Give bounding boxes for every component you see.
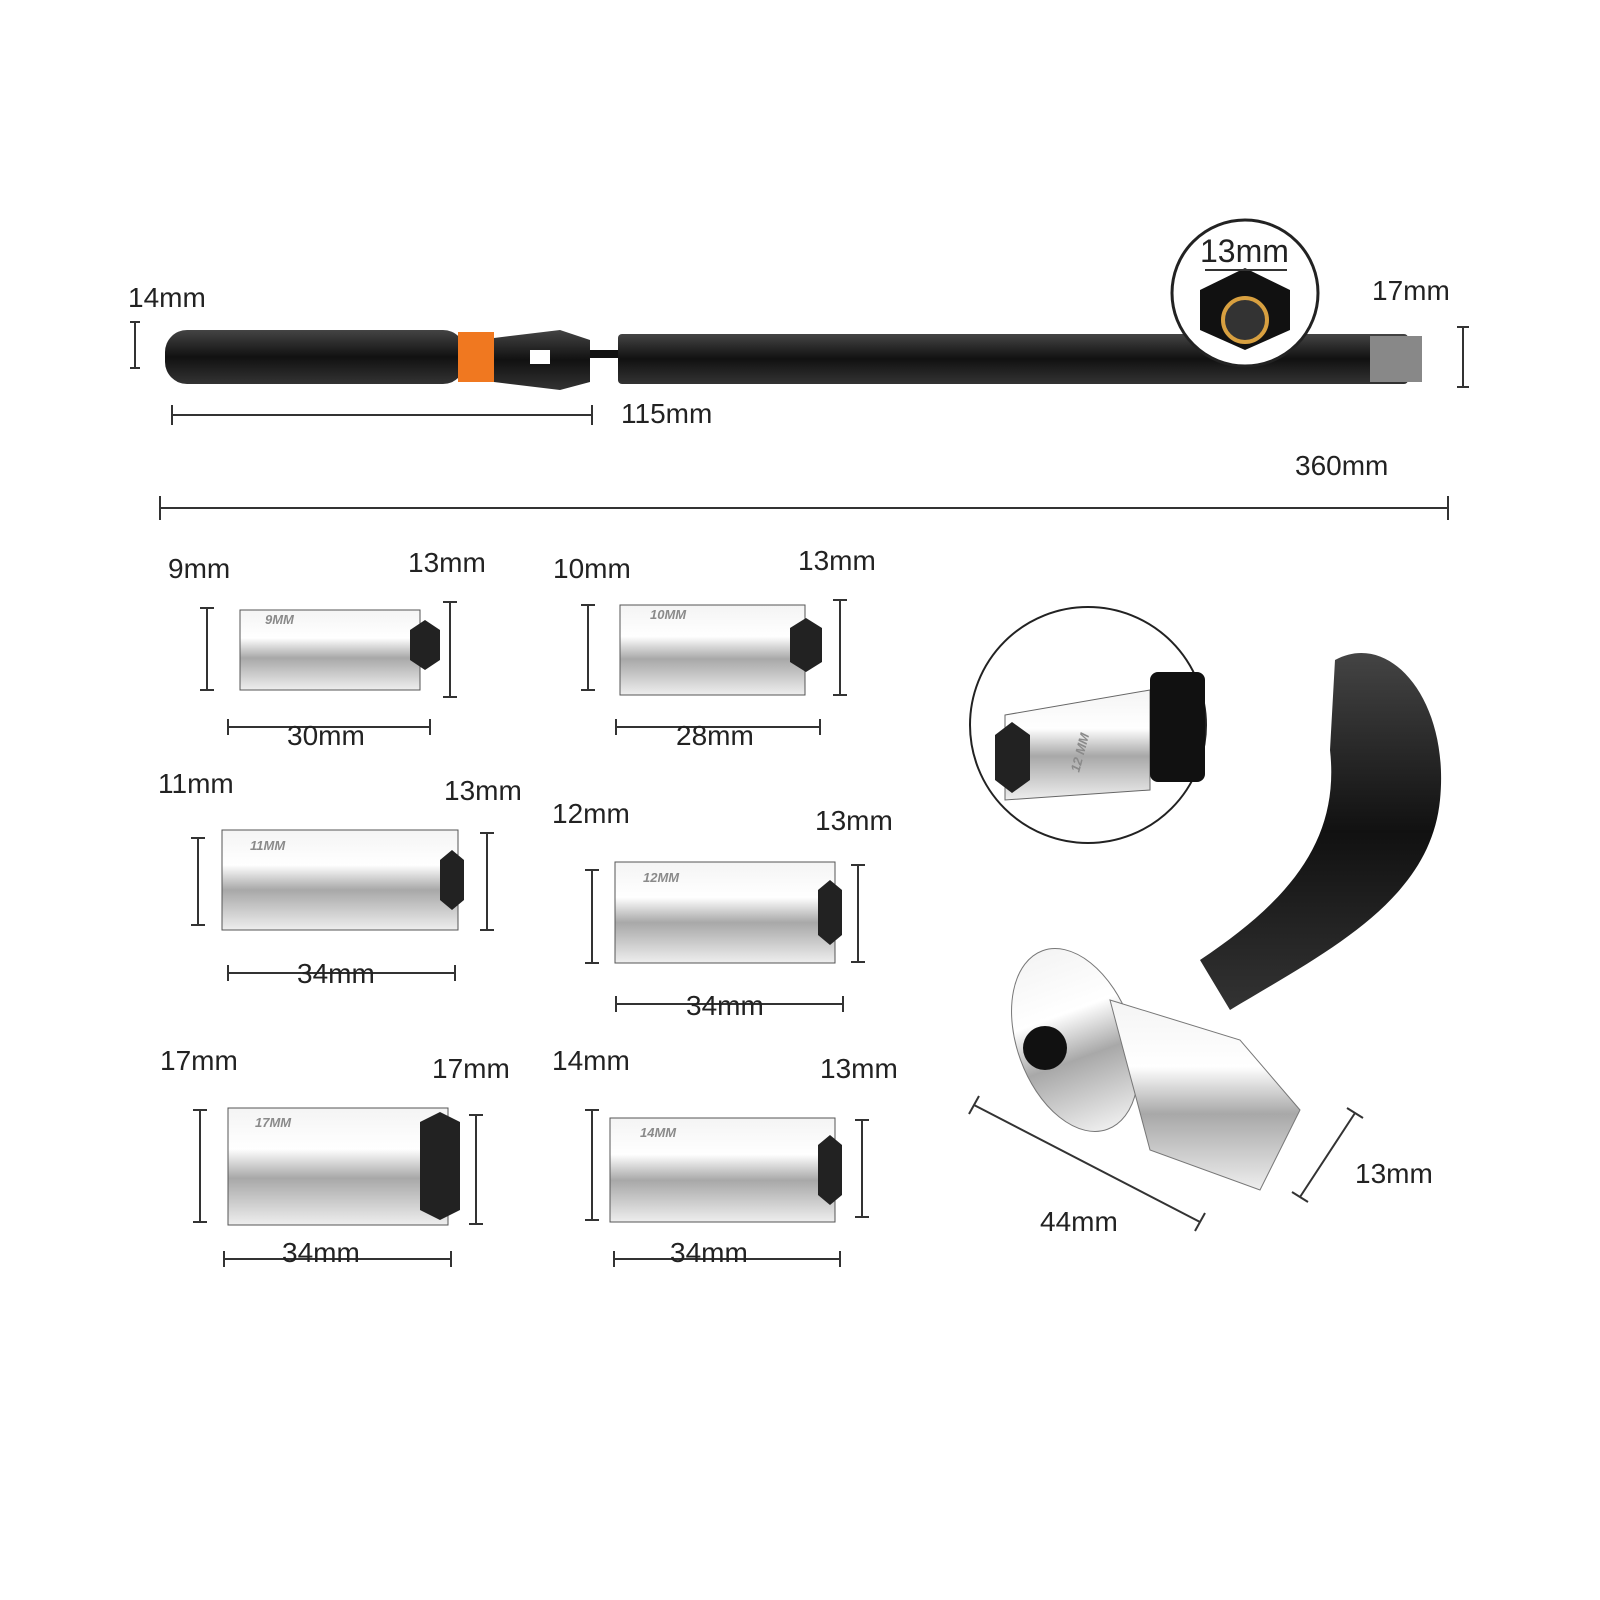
socket-large-end-label: 13mm <box>815 805 893 836</box>
socket-stamp: 11MM <box>250 838 286 853</box>
socket-large-end-label: 13mm <box>408 547 486 578</box>
socket-small-end-label: 10mm <box>553 553 631 584</box>
socket-small-end-label: 14mm <box>552 1045 630 1076</box>
socket-12mm <box>614 861 842 964</box>
socket-length-label: 30mm <box>287 720 365 751</box>
socket-small-end-label: 11mm <box>158 768 234 799</box>
handle-diameter-label: 14mm <box>128 282 206 313</box>
socket-large-end-label: 17mm <box>432 1053 510 1084</box>
socket-length-label: 34mm <box>686 990 764 1021</box>
swivel-head <box>969 606 1442 1191</box>
handle-length-label: 115mm <box>621 398 713 429</box>
socket-length-label: 28mm <box>676 720 754 751</box>
socket-stamp: 17MM <box>255 1115 292 1130</box>
socket-large-end-label: 13mm <box>798 545 876 576</box>
socket-length-label: 34mm <box>282 1237 360 1268</box>
socket-length-label: 34mm <box>670 1237 748 1268</box>
socket-9mm <box>239 609 440 691</box>
socket-small-end-label: 9mm <box>168 553 231 584</box>
total-length-label: 360mm <box>1295 450 1389 481</box>
socket-length-label: 34mm <box>297 958 375 989</box>
head-drive-size-label: 13mm <box>1355 1158 1433 1189</box>
socket-small-end-label: 12mm <box>552 798 630 829</box>
dimension-lines <box>130 321 1469 1267</box>
wrench <box>165 218 1422 390</box>
socket-stamp: 10MM <box>650 607 687 622</box>
socket-17mm <box>227 1107 460 1226</box>
socket-14mm <box>609 1117 842 1223</box>
end-size-label: 17mm <box>1372 275 1450 306</box>
socket-stamp: 14MM <box>640 1125 677 1140</box>
socket-11mm <box>221 829 464 931</box>
ring-size-label: 13mm <box>1200 233 1289 269</box>
sockets <box>221 604 842 1226</box>
socket-stamp: 9MM <box>265 612 294 627</box>
socket-large-end-label: 13mm <box>820 1053 898 1084</box>
socket-small-end-label: 17mm <box>160 1045 238 1076</box>
head-length-label: 44mm <box>1040 1206 1118 1237</box>
socket-10mm <box>619 604 822 696</box>
socket-stamp: 12MM <box>643 870 680 885</box>
socket-large-end-label: 13mm <box>444 775 522 806</box>
